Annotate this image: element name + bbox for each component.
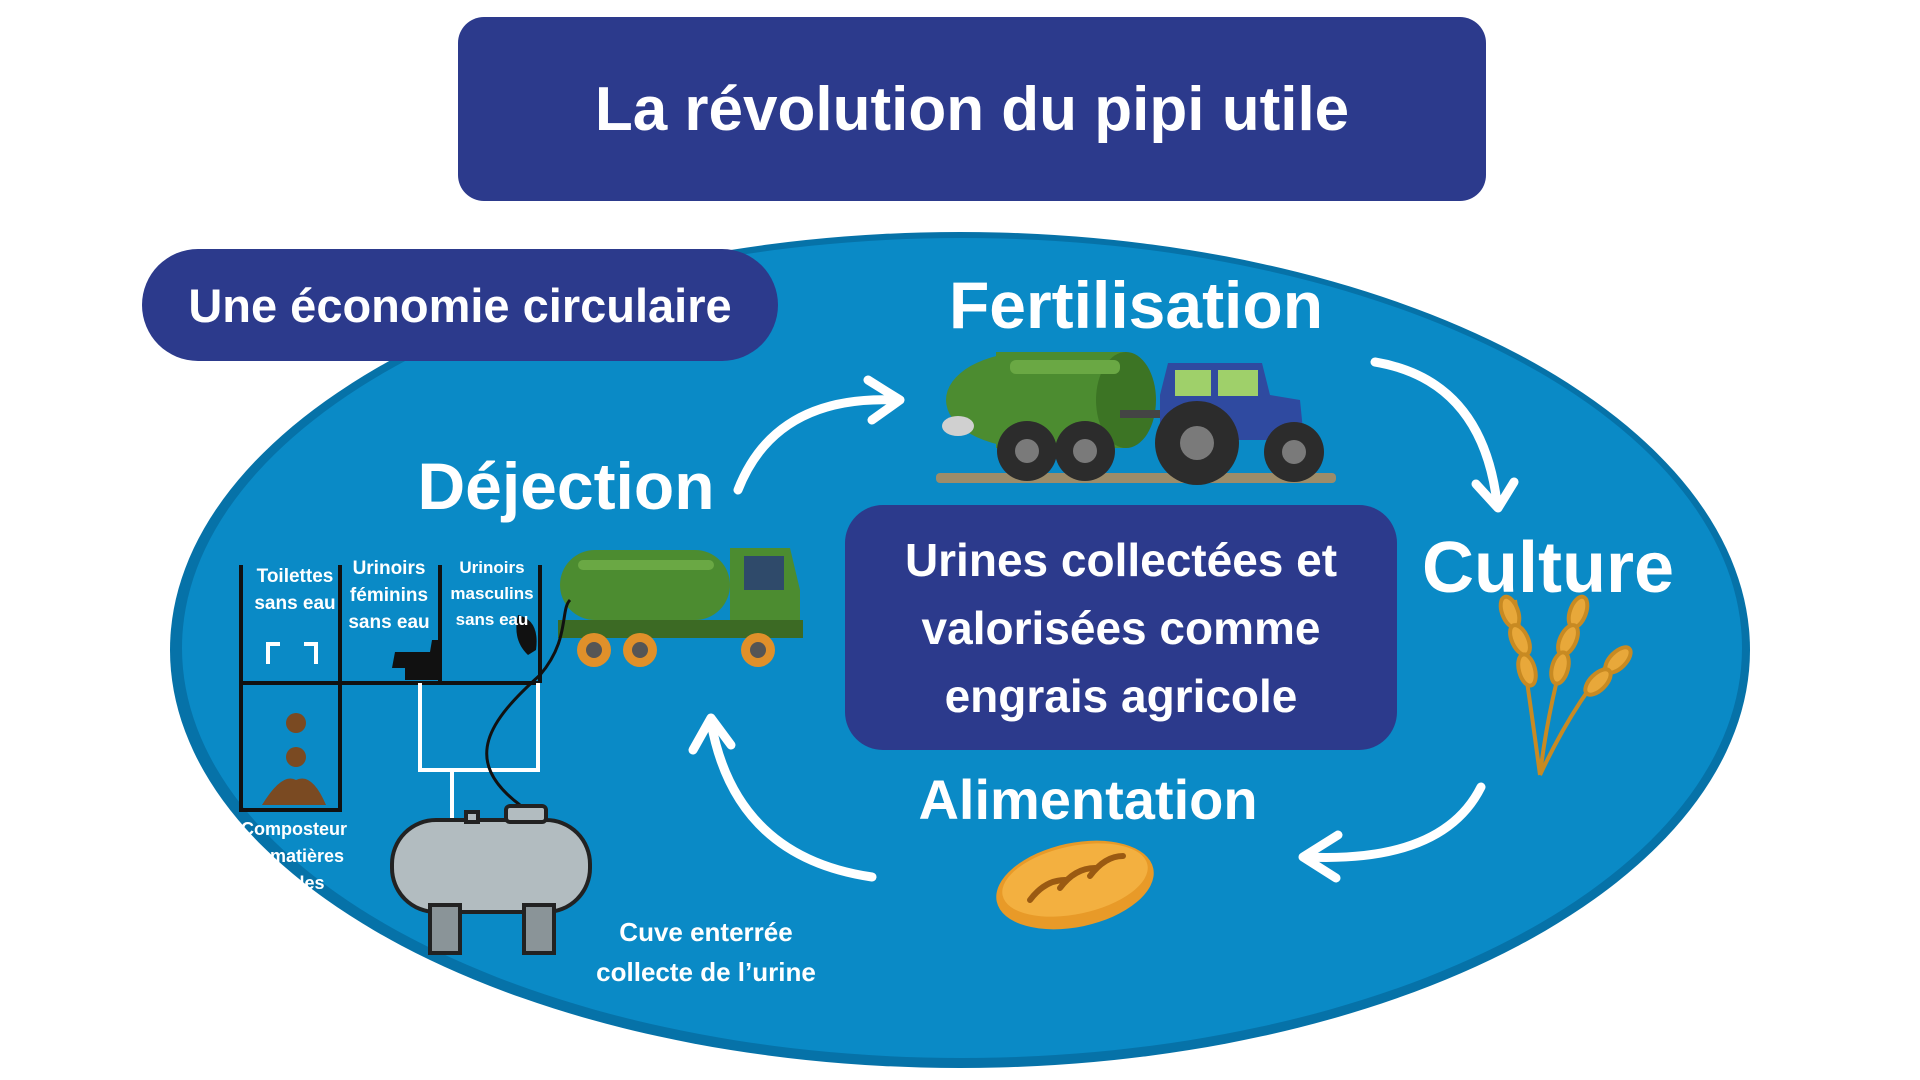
- hose-to-truck: [538, 598, 572, 676]
- hose: [485, 673, 542, 807]
- urinal-icon: [392, 615, 537, 680]
- tanker-truck-icon: [558, 548, 803, 667]
- subtitle-badge: Une économie circulaire: [142, 249, 778, 361]
- arrow-alimentation-to-dejection: [688, 713, 877, 882]
- arrow-culture-to-alimentation: [1298, 782, 1486, 883]
- underground-tank-icon: [390, 804, 592, 955]
- stage-alimentation-label: Alimentation: [918, 768, 1258, 831]
- compost-icon: [262, 713, 326, 805]
- arrow-dejection-to-fertilisation: [733, 375, 905, 495]
- urine-pipe: [418, 683, 540, 772]
- stage-fertilisation-label: Fertilisation: [948, 268, 1324, 342]
- center-caption: Urines collectées et valorisées comme en…: [845, 505, 1397, 750]
- stage-dejection-label: Déjection: [417, 449, 715, 523]
- page-title: La révolution du pipi utile: [458, 17, 1486, 201]
- bread-icon: [996, 840, 1154, 930]
- arrow-fertilisation-to-culture: [1370, 357, 1519, 513]
- stage-culture-label: Culture: [1422, 528, 1674, 608]
- tractor-icon: [936, 352, 1336, 485]
- tank-trailer-icon: [942, 352, 1170, 481]
- toilet-icon: [266, 642, 318, 664]
- wheat-icon: [1498, 594, 1633, 776]
